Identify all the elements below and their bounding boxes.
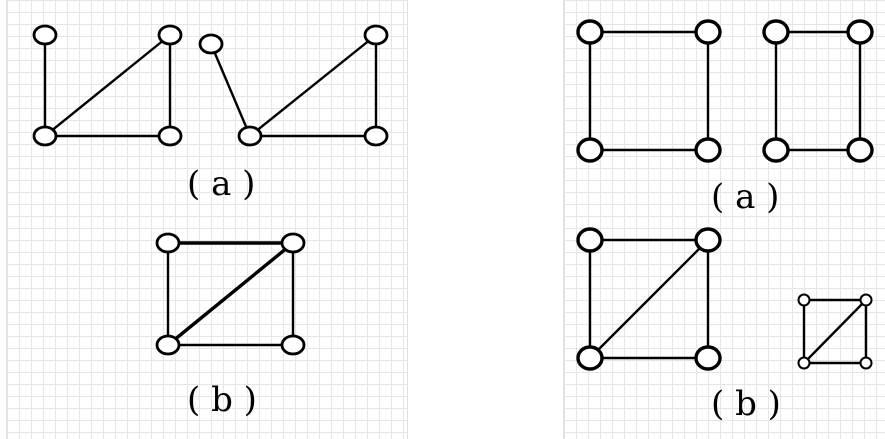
right-b-graph-2 (797, 293, 873, 370)
graph-edge (588, 238, 710, 360)
graph-node (280, 334, 306, 356)
graph-node (363, 125, 389, 147)
graph-edge (248, 33, 378, 138)
graph-edge (43, 33, 172, 138)
graph-node (846, 137, 874, 163)
graph-node (32, 24, 58, 46)
right-caption-a: ( a ) (711, 177, 780, 217)
graph-node (859, 356, 873, 370)
graph-node (237, 125, 263, 147)
graph-node (155, 232, 181, 254)
left-a-graph-1 (32, 24, 183, 147)
graph-node (797, 356, 811, 370)
graph-node (762, 19, 790, 45)
graph-node (694, 137, 722, 163)
graph-node (694, 19, 722, 45)
graph-node (157, 24, 183, 46)
graph-node (846, 19, 874, 45)
graph-node (694, 345, 722, 371)
graph-node (280, 232, 306, 254)
graph-edge (209, 42, 252, 138)
graph-node (797, 293, 811, 307)
graph-node (576, 137, 604, 163)
left-caption-a: ( a ) (187, 164, 256, 204)
right-a-graph-1 (576, 19, 722, 163)
graph-node (576, 345, 604, 371)
left-caption-b: ( b ) (187, 380, 257, 420)
graph-node (155, 334, 181, 356)
graph-node (762, 137, 790, 163)
right-figure-panel (563, 0, 885, 439)
graph-edge (166, 241, 295, 347)
right-b-graph-1 (576, 227, 722, 371)
graph-node (859, 293, 873, 307)
graph-edge (802, 298, 868, 365)
left-a-graph-2 (198, 24, 389, 147)
graph-node (694, 227, 722, 253)
left-figure-panel (6, 0, 408, 439)
right-caption-b: ( b ) (711, 384, 781, 424)
graph-node (363, 24, 389, 46)
right-a-graph-2 (762, 19, 874, 163)
graph-node (576, 19, 604, 45)
graph-node (198, 33, 224, 55)
graph-node (157, 125, 183, 147)
graph-node (32, 125, 58, 147)
graph-node (576, 227, 604, 253)
left-b-graph (155, 232, 306, 356)
